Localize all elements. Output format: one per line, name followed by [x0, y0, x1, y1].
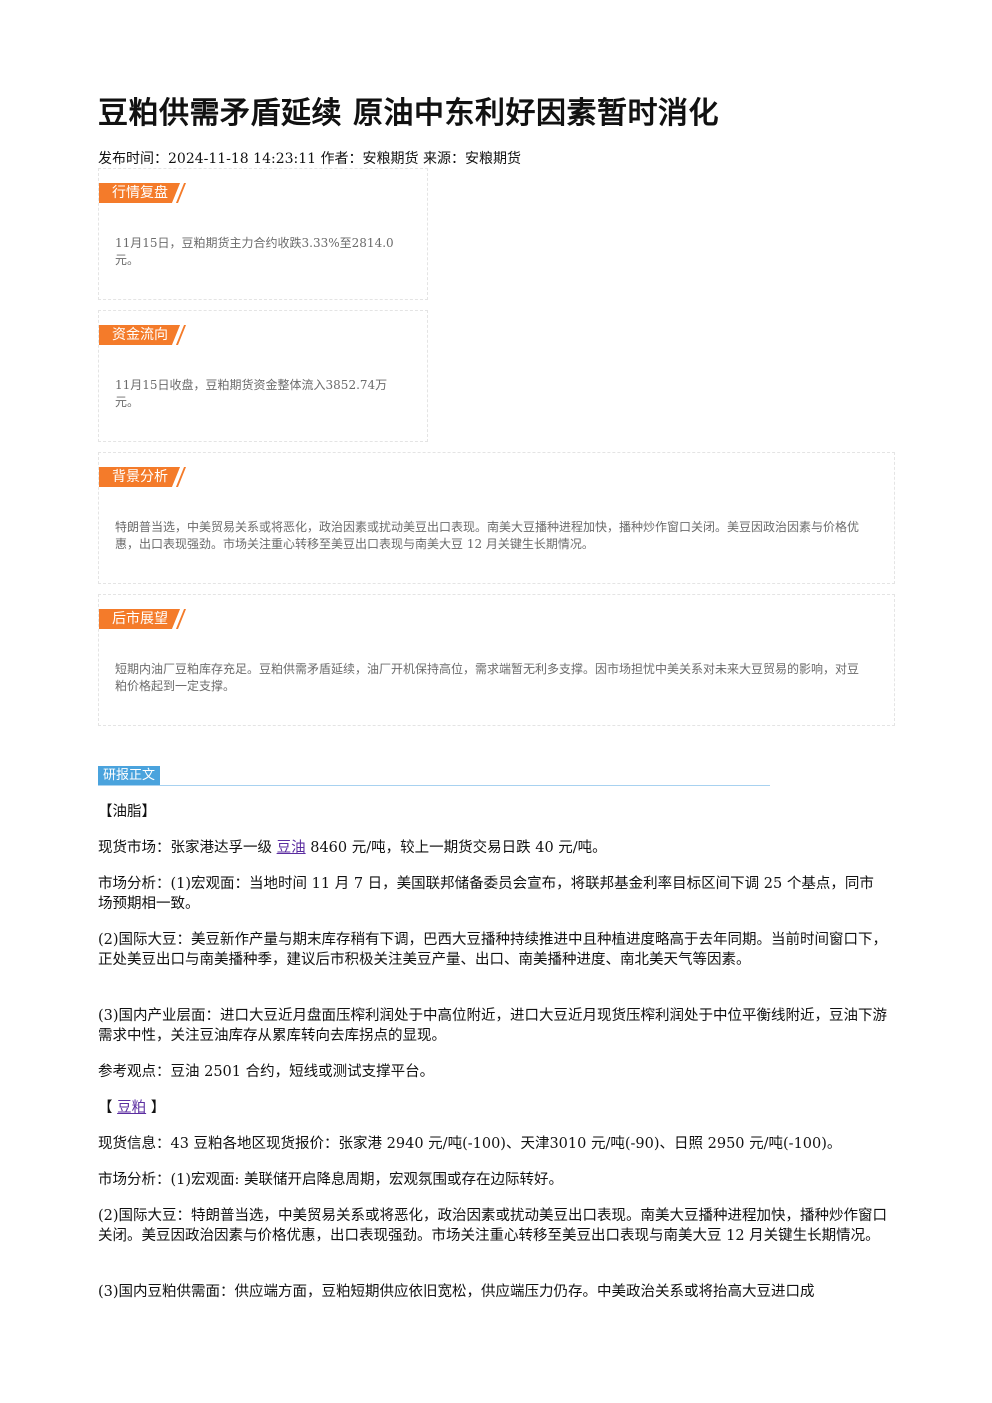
article-meta: 发布时间：2024-11-18 14:23:11 作者：安粮期货 来源：安粮期货	[98, 151, 521, 167]
card-background: 背景分析 特朗普当选，中美贸易关系或将恶化，政治因素或扰动美豆出口表现。南美大豆…	[98, 452, 895, 584]
meal-paragraph-text: (2)国际大豆：特朗普当选，中美贸易关系或将恶化，政治因素或扰动美豆出口表现。南…	[98, 1208, 888, 1244]
meal-paragraph: (2)国际大豆：特朗普当选，中美贸易关系或将恶化，政治因素或扰动美豆出口表现。南…	[98, 1206, 888, 1246]
meal-paragraph: 现货信息：43 豆粕各地区现货报价：张家港 2940 元/吨(-100)、天津3…	[98, 1134, 888, 1154]
bracket-close: 】	[146, 1100, 166, 1116]
section-divider	[98, 785, 770, 786]
oil-heading: 【油脂】	[98, 804, 156, 820]
oil-paragraph-text: 市场分析：(1)宏观面：当地时间 11 月 7 日，美国联邦储备委员会宣布，将联…	[98, 876, 874, 912]
oil-paragraph-text: 参考观点：豆油 2501 合约，短线或测试支撑平台。	[98, 1064, 435, 1080]
meal-paragraph: (3)国内豆粕供需面：供应端方面，豆粕短期供应依旧宽松，供应端压力仍存。中美政治…	[98, 1282, 888, 1302]
card-market-review: 行情复盘 11月15日，豆粕期货主力合约收跌3.33%至2814.0元。	[98, 168, 428, 300]
meal-paragraph-text: 市场分析：(1)宏观面: 美联储开启降息周期，宏观氛围或存在边际转好。	[98, 1172, 564, 1188]
oil-paragraph: (3)国内产业层面：进口大豆近月盘面压榨利润处于中高位附近，进口大豆近月现货压榨…	[98, 1006, 888, 1046]
card-tag: 后市展望	[99, 609, 186, 629]
card-tag: 资金流向	[99, 325, 186, 345]
meal-paragraph: 市场分析：(1)宏观面: 美联储开启降息周期，宏观氛围或存在边际转好。	[98, 1170, 888, 1190]
oil-paragraph: (2)国际大豆：美豆新作产量与期末库存稍有下调，巴西大豆播种持续推进中且种植进度…	[98, 930, 888, 970]
oil-section: 【油脂】	[98, 802, 888, 822]
spot-prefix: 现货市场：张家港达孚一级	[98, 840, 277, 856]
soybean-meal-link[interactable]: 豆粕	[117, 1100, 147, 1116]
page-title: 豆粕供需矛盾延续 原油中东利好因素暂时消化	[98, 96, 719, 131]
oil-paragraph: 市场分析：(1)宏观面：当地时间 11 月 7 日，美国联邦储备委员会宣布，将联…	[98, 874, 888, 914]
card-text: 11月15日收盘，豆粕期货资金整体流入3852.74万元。	[115, 378, 388, 409]
oil-spot-paragraph: 现货市场：张家港达孚一级 豆油 8460 元/吨，较上一期货交易日跌 40 元/…	[98, 838, 888, 858]
oil-paragraph-text: (2)国际大豆：美豆新作产量与期末库存稍有下调，巴西大豆播种持续推进中且种植进度…	[98, 932, 888, 968]
card-outlook: 后市展望 短期内油厂豆粕库存充足。豆粕供需矛盾延续，油厂开机保持高位，需求端暂无…	[98, 594, 895, 726]
card-text: 特朗普当选，中美贸易关系或将恶化，政治因素或扰动美豆出口表现。南美大豆播种进程加…	[115, 520, 860, 551]
meal-paragraph-text: 现货信息：43 豆粕各地区现货报价：张家港 2940 元/吨(-100)、天津3…	[98, 1136, 842, 1152]
report-section-header: 研报正文	[98, 766, 770, 788]
oil-paragraph: 参考观点：豆油 2501 合约，短线或测试支撑平台。	[98, 1062, 888, 1082]
oil-paragraph-text: (3)国内产业层面：进口大豆近月盘面压榨利润处于中高位附近，进口大豆近月现货压榨…	[98, 1008, 888, 1044]
meal-paragraph-text: (3)国内豆粕供需面：供应端方面，豆粕短期供应依旧宽松，供应端压力仍存。中美政治…	[98, 1284, 815, 1300]
bracket-open: 【	[98, 1100, 118, 1116]
card-text: 短期内油厂豆粕库存充足。豆粕供需矛盾延续，油厂开机保持高位，需求端暂无利多支撑。…	[115, 662, 860, 693]
section-tag: 研报正文	[98, 766, 161, 785]
meal-heading: 【 豆粕 】	[98, 1098, 888, 1118]
card-tag: 背景分析	[99, 467, 186, 487]
card-text: 11月15日，豆粕期货主力合约收跌3.33%至2814.0元。	[115, 236, 394, 267]
card-tag: 行情复盘	[99, 183, 186, 203]
card-fund-flow: 资金流向 11月15日收盘，豆粕期货资金整体流入3852.74万元。	[98, 310, 428, 442]
spot-suffix: 8460 元/吨，较上一期货交易日跌 40 元/吨。	[305, 840, 607, 856]
soybean-oil-link[interactable]: 豆油	[276, 840, 306, 856]
